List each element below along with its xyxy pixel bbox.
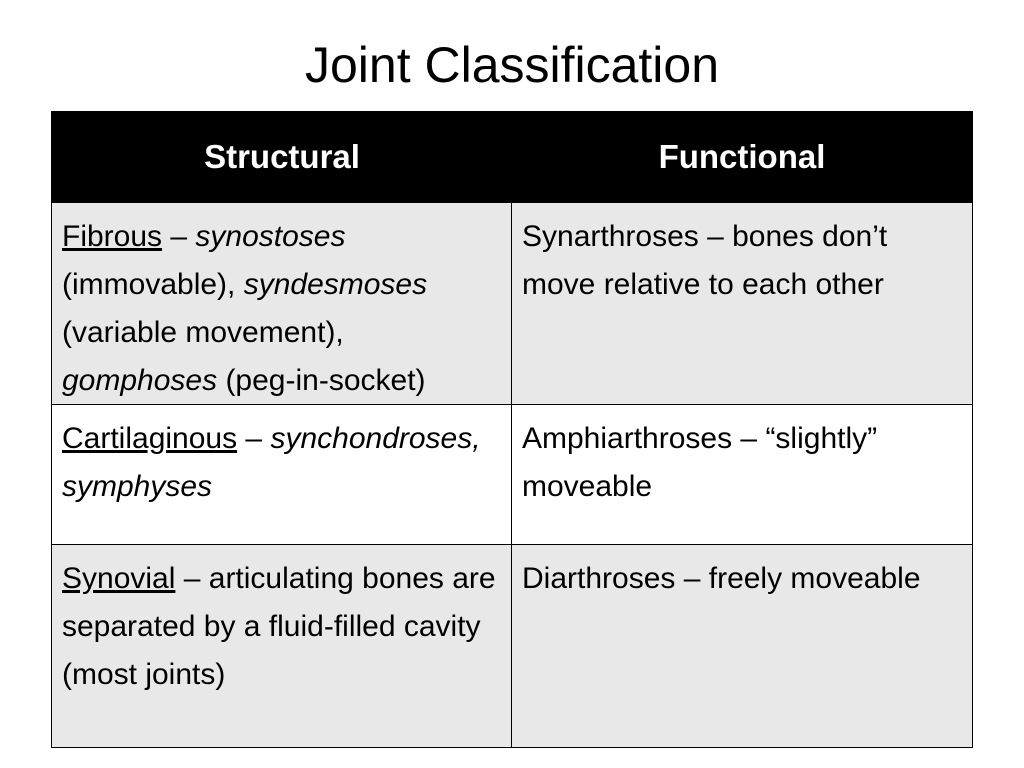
joint-type-fibrous: Fibrous	[62, 220, 163, 253]
term-syndesmoses: syndesmoses	[243, 268, 428, 301]
dash: –	[237, 422, 271, 455]
dash: –	[162, 220, 196, 253]
term-synostoses: synostoses	[195, 220, 346, 253]
table-header-row: Structural Functional	[52, 112, 972, 202]
term-gomphoses: gomphoses	[62, 364, 218, 397]
cell-functional-synarthroses: Synarthroses – bones don’t move relative…	[522, 220, 888, 301]
desc-variable-movement: (variable movement),	[62, 316, 344, 349]
terms-synchondroses-symphyses: synchondroses, symphyses	[62, 422, 481, 503]
cell-structural-fibrous: Fibrous – synostoses (immovable), syndes…	[52, 203, 512, 404]
desc-immovable: (immovable),	[62, 268, 244, 301]
slide-title: Joint Classification	[304, 37, 720, 93]
cell-functional-diarthroses: Diarthroses – freely moveable	[522, 562, 921, 595]
table-row-cartilaginous: Cartilaginous – synchondroses, symphyses…	[52, 404, 972, 544]
table-row-synovial: Synovial – articulating bones are separa…	[52, 544, 972, 747]
desc-synovial: – articulating bones are separated by a …	[62, 562, 496, 691]
classification-table: Structural Functional Fibrous – synostos…	[51, 111, 973, 748]
joint-type-cartilaginous: Cartilaginous	[62, 422, 238, 455]
header-functional: Functional	[658, 138, 826, 175]
header-structural: Structural	[204, 138, 360, 175]
joint-type-synovial: Synovial	[62, 562, 176, 595]
cell-functional-amphiarthroses: Amphiarthroses – “slightly” moveable	[522, 422, 878, 503]
desc-peg-in-socket: (peg-in-socket)	[217, 364, 426, 397]
table-row-fibrous: Fibrous – synostoses (immovable), syndes…	[52, 202, 972, 404]
cell-structural-synovial: Synovial – articulating bones are separa…	[52, 545, 512, 747]
cell-structural-cartilaginous: Cartilaginous – synchondroses, symphyses	[52, 405, 512, 544]
